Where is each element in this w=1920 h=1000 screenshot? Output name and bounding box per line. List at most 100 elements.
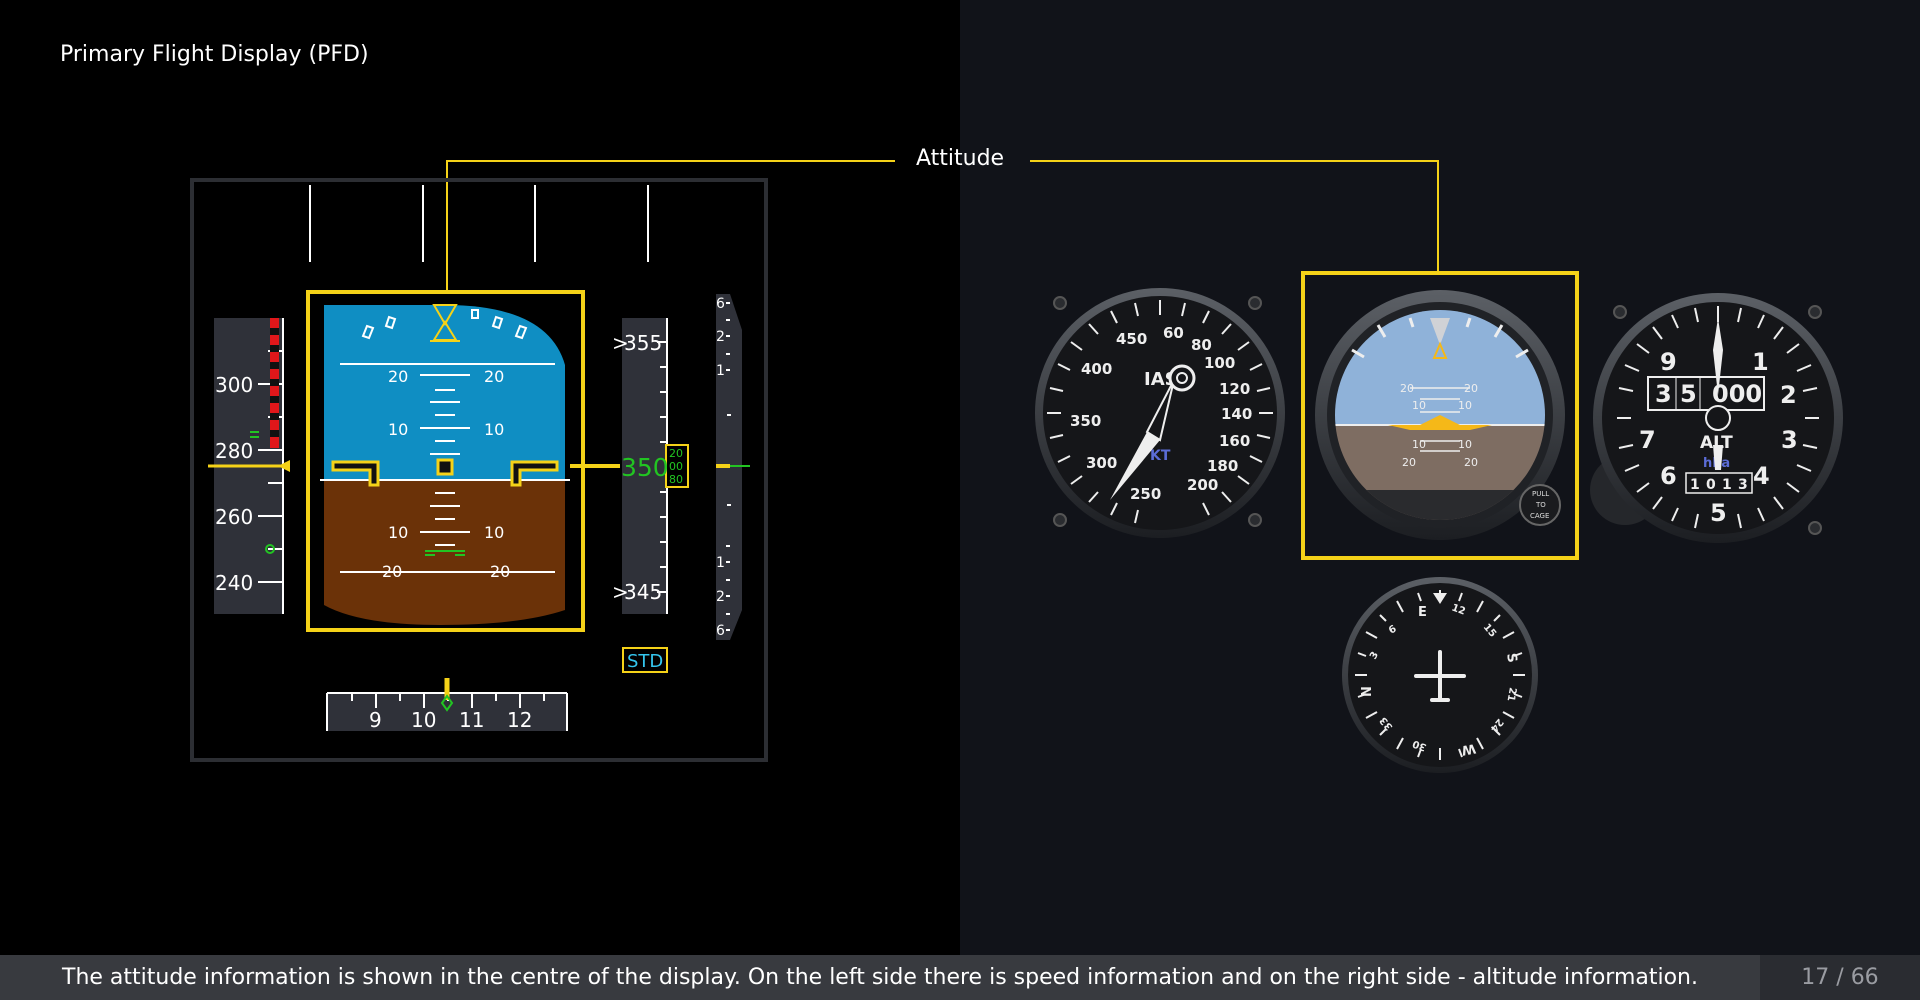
heading-label-11: 11 [459, 708, 484, 732]
heading-label-9: 9 [369, 708, 382, 732]
ias-label-250: 250 [1130, 485, 1161, 503]
hdg-label-21: 21 [1505, 686, 1518, 702]
page-counter-box [1760, 955, 1920, 1000]
pfd-pitch-minus10-left: 10 [388, 523, 408, 542]
ai-pitch-20-right: 20 [1464, 382, 1478, 395]
altitude-label-top: 355 [624, 331, 662, 355]
cage-knob[interactable] [1519, 484, 1561, 526]
ai-pitch-minus10-right: 10 [1458, 438, 1472, 451]
alt-long-needle-icon [1713, 318, 1723, 395]
ai-bank-scale [1351, 317, 1529, 359]
altitude-drum-lower: 80 [669, 473, 683, 486]
ias-label-200: 200 [1187, 476, 1218, 494]
alt-numeral-7: 7 [1639, 426, 1656, 454]
analog-heading-indicator: N 3 6 E 12 15 S 21 24 W 30 33 [1342, 577, 1538, 773]
aircraft-symbol-icon [331, 458, 559, 487]
altitude-drum-box [665, 444, 689, 488]
ias-label-80: 80 [1191, 336, 1212, 354]
pfd-pitch-ladder [420, 374, 470, 546]
altimeter-ticks [1617, 306, 1819, 529]
slide-title: Primary Flight Display (PFD) [60, 42, 369, 67]
ai-zero-bank-icon [1430, 318, 1450, 345]
vs-label-top-2: 2 [716, 329, 725, 345]
analog-airspeed-indicator: 450 60 80 100 120 140 160 180 200 250 30… [1035, 288, 1285, 538]
hdg-lubber-line-icon [1433, 593, 1447, 604]
ias-label-300: 300 [1086, 454, 1117, 472]
cage-label-pull: PULL [1532, 490, 1549, 498]
pfd-pitch-10-left: 10 [388, 420, 408, 439]
ias-label-450: 450 [1116, 330, 1147, 348]
vs-label-top-1: 1 [716, 363, 725, 379]
ias-label-180: 180 [1207, 457, 1238, 475]
ias-label-160: 160 [1219, 432, 1250, 450]
ias-label-400: 400 [1081, 360, 1112, 378]
kollsman-digit-3: 1 [1722, 477, 1732, 493]
vs-label-bottom-2: 2 [716, 589, 725, 605]
ias-label-350: 350 [1070, 412, 1101, 430]
speed-tape: 300 280 260 240 [208, 318, 290, 614]
altitude-readout: 350 [621, 453, 669, 482]
ias-label-60: 60 [1163, 324, 1184, 342]
caption-bar [0, 955, 1760, 1000]
speed-pointer [278, 460, 290, 472]
hdg-aircraft-icon [1414, 650, 1466, 702]
altitude-chevron-bottom: > [612, 580, 629, 604]
hdg-label-S: S [1503, 652, 1519, 664]
alt-numeral-5: 5 [1710, 499, 1727, 527]
alt-label: ALT [1700, 433, 1733, 453]
kollsman-digit-4: 3 [1738, 477, 1748, 493]
pfd-pitch-20-right: 20 [484, 367, 504, 386]
kollsman-digit-2: 0 [1706, 477, 1716, 493]
heading-label-10: 10 [411, 708, 436, 732]
ai-pitch-10-left: 10 [1412, 399, 1426, 412]
ias-label-100: 100 [1204, 354, 1235, 372]
altitude-chevron-top: > [612, 331, 629, 355]
vertical-speed-indicator: 6 2 1 1 2 6 [716, 294, 750, 640]
kollsman-digit-1: 1 [1690, 477, 1700, 493]
speed-label-260: 260 [215, 505, 253, 529]
alt-drum-tens-thousands: 3 [1655, 380, 1672, 408]
baro-std-box [622, 647, 668, 673]
alt-numeral-1: 1 [1752, 348, 1769, 376]
ias-label-140: 140 [1221, 405, 1252, 423]
hdg-label-N: N [1360, 686, 1375, 697]
overspeed-barber-pole [270, 318, 279, 448]
pfd-ground [324, 480, 565, 625]
analog-attitude-highlight [1301, 271, 1579, 560]
speed-label-280: 280 [215, 439, 253, 463]
vs-label-top-6: 6 [716, 296, 725, 312]
vs-label-bottom-1: 1 [716, 555, 725, 571]
track-diamond-icon [440, 694, 454, 712]
kollsman-window [1685, 472, 1753, 494]
callout-lines [446, 160, 1439, 290]
heading-label-12: 12 [507, 708, 532, 732]
cage-label-to: TO [1535, 501, 1546, 509]
hdg-label-E: E [1418, 605, 1427, 620]
altitude-drum-upper: 20 [669, 447, 683, 460]
hdg-label-6: 6 [1387, 624, 1399, 637]
hdg-label-30: 30 [1411, 737, 1428, 752]
altitude-label-bottom: 345 [624, 580, 662, 604]
slide-caption: The attitude information is shown in the… [62, 965, 1698, 990]
bank-scale [361, 309, 528, 340]
pfd-attitude-highlight [306, 290, 585, 632]
analog-attitude-indicator: 20 20 10 10 10 10 20 20 PULL TO CAGE [1301, 271, 1579, 560]
alt-drum-hundreds: 000 [1712, 380, 1762, 408]
pfd-pitch-10-right: 10 [484, 420, 504, 439]
pfd-attitude-indicator: 20 20 10 10 10 10 20 20 [306, 290, 620, 632]
altitude-tape: > 355 > 345 350 20 00 80 [612, 318, 689, 614]
hdg-label-W: W [1460, 740, 1477, 757]
fma-dividers [309, 185, 649, 262]
speed-label-240: 240 [215, 571, 253, 595]
bank-pointer-icon [432, 304, 458, 326]
pfd-pitch-minus10-right: 10 [484, 523, 504, 542]
vs-label-bottom-6: 6 [716, 623, 725, 639]
ai-pitch-20-left: 20 [1400, 382, 1414, 395]
alt-short-needle-icon [1713, 445, 1723, 470]
ai-pitch-minus20-left: 20 [1402, 456, 1416, 469]
ai-pitch-10-right: 10 [1458, 399, 1472, 412]
hdg-label-12: 12 [1450, 602, 1467, 617]
ai-bank-pointer-icon [1432, 341, 1448, 359]
analog-altimeter: 9 1 2 3 4 5 6 7 3 5 000 ALT hPa 1 0 1 3 [1590, 293, 1843, 543]
alt-numeral-4: 4 [1753, 462, 1770, 490]
